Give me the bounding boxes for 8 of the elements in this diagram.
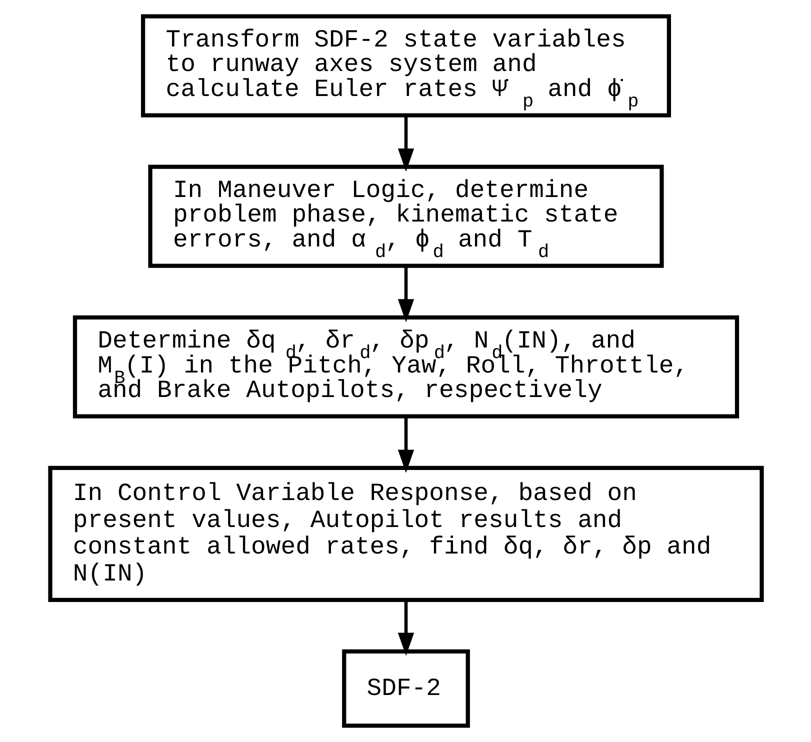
- node-box: Transform SDF-2 state variables to runway axes system and calculate Euler rates Ψ̇$_{p}$ and ϕ̇$_{p}$: [140, 14, 670, 118]
- arrow: [397, 416, 414, 473]
- node-box: SDF-2: [342, 649, 470, 728]
- node-box: In Maneuver Logic, determine problem phase, kinematic state errors, and α$_{d}$, ϕ$_{d}$ and T$_{d}$: [148, 164, 664, 268]
- node-box: In Control Variable Response, based on present values, Autopilot results and constant allowed rates, find δq, δr, δp and N(IN): [48, 466, 764, 602]
- arrow: [397, 600, 414, 656]
- arrow: [397, 116, 414, 172]
- arrow: [397, 266, 414, 322]
